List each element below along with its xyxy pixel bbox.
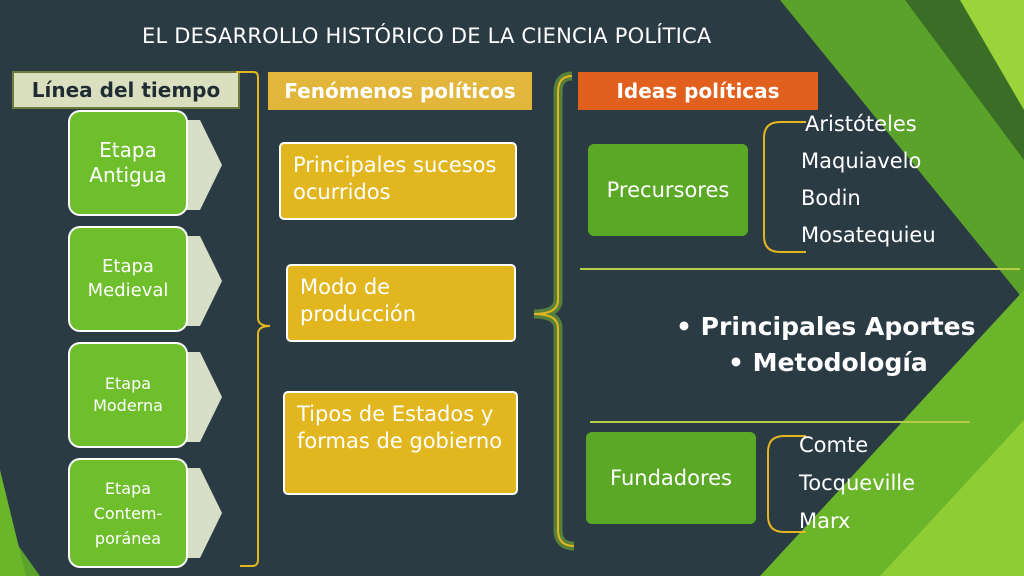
chevron-arrow-icon [180,352,222,442]
page-title: EL DESARROLLO HISTÓRICO DE LA CIENCIA PO… [142,24,712,48]
founder-name: Marx [799,509,851,533]
founder-name: Tocqueville [799,471,916,495]
fundadores-box: Fundadores [586,432,756,524]
founder-name: Comte [799,433,869,457]
stage-label: Contem- [93,503,163,523]
phenomena-header: Fenómenos políticos [268,72,532,110]
aporte-item: • Metodología [728,348,928,377]
precursores-box: Precursores [588,144,748,236]
chevron-arrow-icon [180,236,222,326]
ideas-header: Ideas políticas [578,72,818,110]
timeline-header: Línea del tiempo [12,71,240,109]
precursor-name: Maquiavelo [801,149,922,173]
divider-line [580,268,1020,270]
stage-label: Medieval [87,280,169,301]
chevron-arrow-icon [180,120,222,210]
stage-label: Antigua [89,163,167,187]
stage-label: Etapa [99,138,157,162]
precursor-name: Mosatequieu [801,223,936,247]
stage-label: Etapa [104,478,152,498]
aporte-item: • Principales Aportes [676,312,976,341]
precursor-name: Aristóteles [805,112,917,136]
stage-label: Etapa [104,374,152,393]
stage-label: poránea [94,528,162,548]
divider-line [590,421,970,423]
chevron-arrow-icon [180,468,222,558]
stage-label: Etapa [102,256,154,277]
stage-label: Moderna [93,396,163,415]
phenomenon-sucesos: Principales sucesos ocurridos [281,144,515,218]
precursor-name: Bodin [801,186,861,210]
phenomenon-produccion: Modo de producción [288,266,514,340]
phenomenon-estados: Tipos de Estados y formas de gobierno [285,393,516,493]
